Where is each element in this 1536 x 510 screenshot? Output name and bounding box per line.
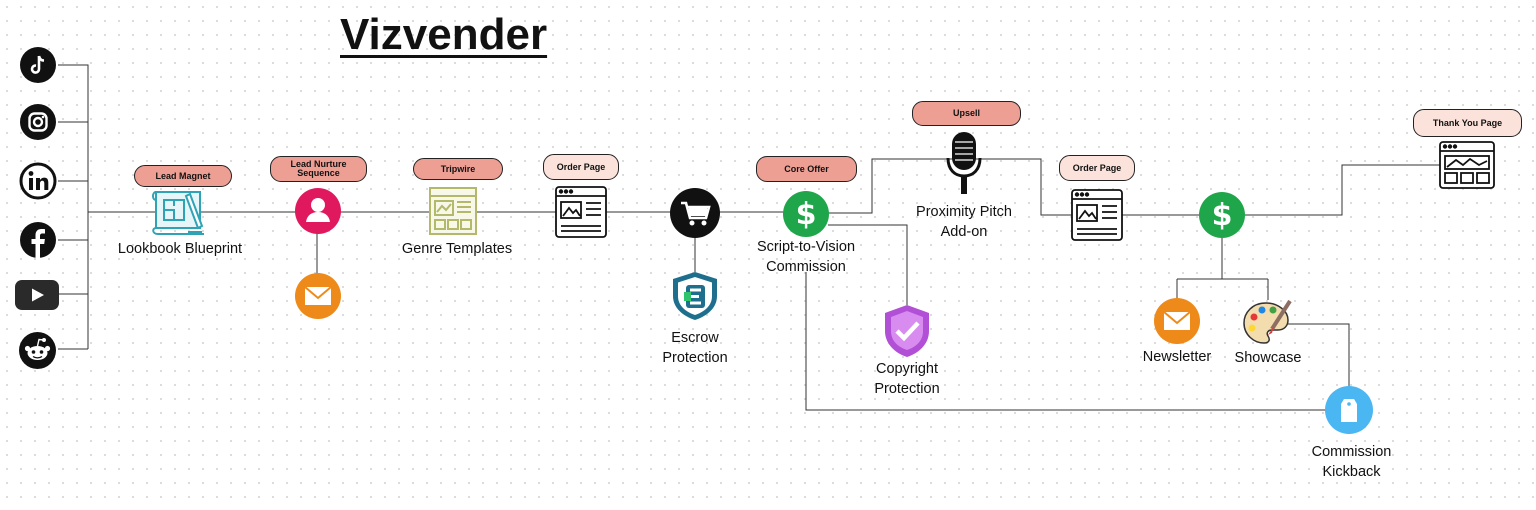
label-genre-templates: Genre Templates: [401, 241, 513, 257]
label-proximity-pitch-add-on: Proximity Pitch Add-on: [916, 204, 1012, 240]
linkedin-icon[interactable]: [19, 162, 57, 200]
page-title: Vizvender: [340, 10, 548, 59]
price-tag-icon[interactable]: [1325, 386, 1373, 434]
mail-icon[interactable]: [1154, 298, 1200, 344]
webpage-icon[interactable]: [1071, 189, 1123, 241]
youtube-icon[interactable]: [15, 280, 59, 310]
escrow-shield-icon[interactable]: [670, 270, 720, 322]
webpage-icon[interactable]: [555, 186, 607, 238]
template-icon[interactable]: [428, 186, 478, 236]
svg-text:$: $: [1212, 198, 1233, 233]
webpage-icon[interactable]: [1439, 141, 1495, 189]
tag-order-page: Order Page: [543, 154, 619, 180]
label-showcase: Showcase: [1234, 350, 1302, 366]
microphone-icon[interactable]: [944, 130, 984, 198]
copyright-shield-icon[interactable]: [882, 303, 932, 359]
dollar-icon[interactable]: $: [783, 191, 829, 237]
palette-icon[interactable]: [1242, 299, 1294, 349]
label-lookbook-blueprint: Lookbook Blueprint: [117, 241, 243, 257]
label-commission-kickback: Commission Kickback: [1311, 444, 1392, 480]
tag-order-page: Order Page: [1059, 155, 1135, 181]
label-script-to-vision-commission: Script-to-Vision Commission: [756, 239, 856, 275]
label-escrow-protection: Escrow Protection: [662, 330, 728, 366]
user-icon[interactable]: [295, 188, 341, 234]
reddit-icon[interactable]: [19, 332, 56, 369]
tag-thank-you-page: Thank You Page: [1413, 109, 1522, 137]
svg-text:$: $: [796, 197, 817, 232]
tag-upsell: Upsell: [912, 101, 1021, 126]
tag-core-offer: Core Offer: [756, 156, 857, 182]
tag-lead-nurture-sequence: Lead Nurture Sequence: [270, 156, 367, 182]
instagram-icon[interactable]: [20, 104, 56, 140]
mail-icon[interactable]: [295, 273, 341, 319]
label-copyright-protection: Copyright Protection: [874, 361, 940, 397]
cart-icon[interactable]: [670, 188, 720, 238]
tag-lead-magnet: Lead Magnet: [134, 165, 232, 187]
facebook-icon[interactable]: [20, 222, 56, 258]
tiktok-icon[interactable]: [20, 47, 56, 83]
label-newsletter: Newsletter: [1142, 349, 1212, 365]
tag-tripwire: Tripwire: [413, 158, 503, 180]
dollar-icon[interactable]: $: [1199, 192, 1245, 238]
blueprint-icon[interactable]: [150, 186, 210, 236]
